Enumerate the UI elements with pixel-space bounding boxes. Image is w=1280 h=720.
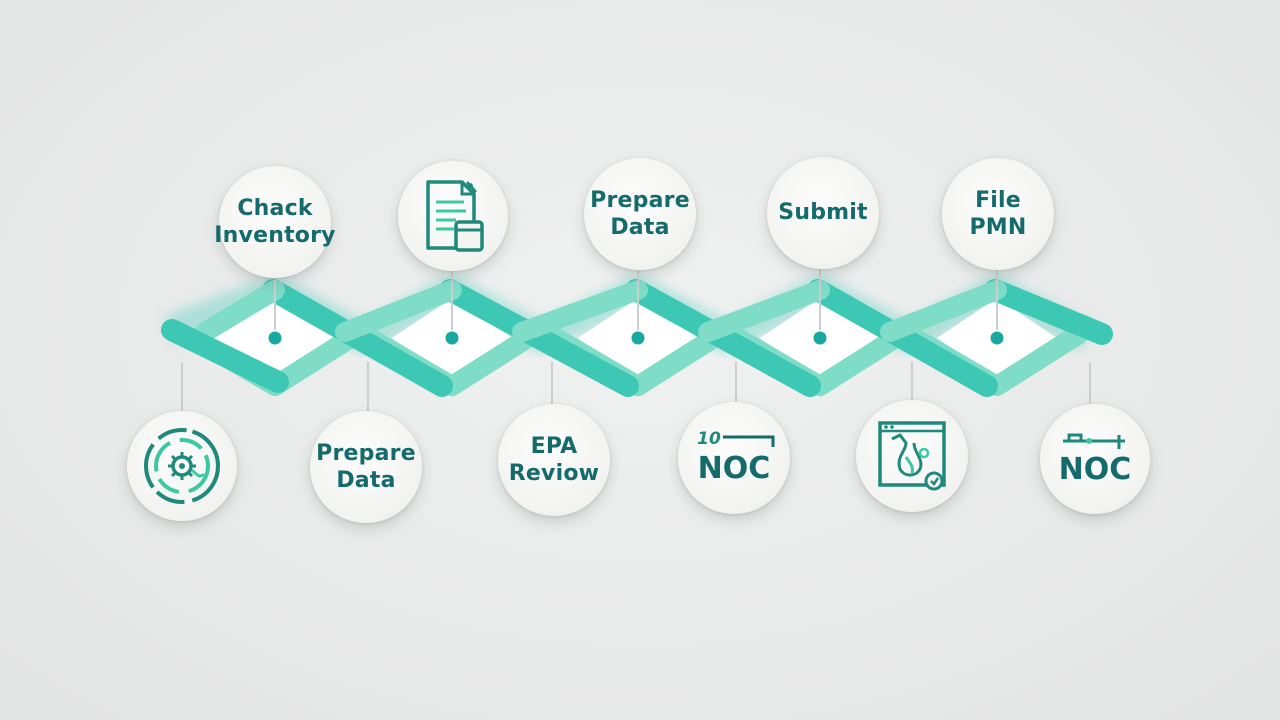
band-upper-stroke (880, 280, 1007, 342)
band-left-cap (161, 319, 289, 393)
certificate-icon (876, 417, 948, 495)
band-diagonal (439, 279, 639, 397)
node-noc-tag: 10 NOC (678, 402, 790, 514)
band-diagonal (262, 279, 453, 397)
step-dot (268, 331, 282, 345)
node-epa-review: EPA Reviow (498, 404, 610, 516)
node-label: EPA Reviow (508, 433, 600, 487)
noc-tag-number: 10 (697, 428, 721, 449)
gear-target-icon (140, 424, 224, 508)
band-upper-stroke (698, 280, 830, 342)
band-diagonal (807, 279, 998, 397)
node-label: Prepare Data (316, 440, 416, 494)
step-dot (631, 331, 645, 345)
step-dot (445, 331, 459, 345)
noc-tag-icon: 10 (697, 429, 777, 450)
node-check-inventory: Chack Inventory (214, 166, 336, 278)
node-document (398, 161, 508, 271)
step-dot (990, 331, 1004, 345)
band-upper-stroke (195, 280, 285, 342)
node-file-pmn: File PMN (942, 158, 1054, 270)
band-diagonal (984, 279, 1113, 345)
band-diagonal (625, 279, 821, 397)
node-noc-pipe: NOC (1040, 404, 1150, 514)
noc-label: NOC (1058, 452, 1132, 488)
node-gear-target (127, 411, 237, 521)
node-prepare-data-top: Prepare Data (584, 158, 696, 270)
node-submit: Submit (767, 157, 879, 269)
node-certificate (856, 400, 968, 512)
node-label: Chack Inventory (214, 195, 336, 249)
band-upper-stroke (335, 280, 462, 342)
noc-label: NOC (697, 450, 771, 486)
node-label: Submit (778, 200, 868, 226)
document-icon (420, 178, 486, 254)
step-dot (813, 331, 827, 345)
node-label: Prepare Data (590, 187, 690, 241)
node-label: File PMN (969, 187, 1027, 241)
noc-pipe-icon (1059, 429, 1131, 451)
node-prepare-data-bottom: Prepare Data (310, 411, 422, 523)
band-upper-stroke (512, 280, 648, 342)
